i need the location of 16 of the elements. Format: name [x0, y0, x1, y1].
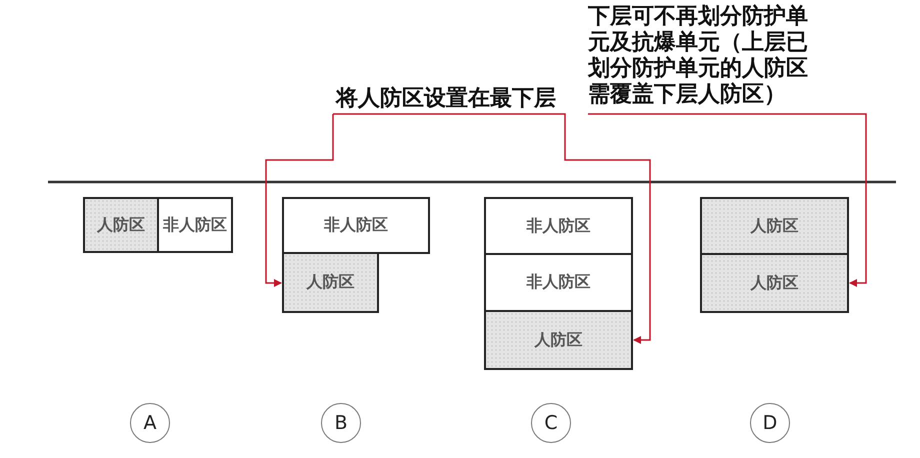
zone-box: 非人防区 — [484, 197, 633, 255]
shaded-zone-box: 人防区 — [282, 252, 379, 313]
arrow — [588, 113, 867, 287]
arrow — [265, 114, 334, 287]
callout-text: 将人防区设置在最下层 — [336, 86, 568, 114]
callout-text: 下层可不再划分防护单元及抗爆单元（上层已划分防护单元的人防区需覆盖下层人防区） — [588, 4, 820, 112]
circle-label: D — [750, 403, 790, 443]
zone-box: 非人防区 — [157, 197, 233, 253]
circle-label: A — [130, 403, 170, 443]
shaded-zone-box: 人防区 — [700, 253, 849, 313]
shaded-zone-box: 人防区 — [83, 197, 159, 253]
circle-label: B — [321, 403, 361, 443]
arrow — [333, 113, 651, 344]
shaded-zone-box: 人防区 — [484, 310, 633, 370]
circle-label: C — [531, 403, 571, 443]
shaded-zone-box: 人防区 — [700, 197, 849, 255]
